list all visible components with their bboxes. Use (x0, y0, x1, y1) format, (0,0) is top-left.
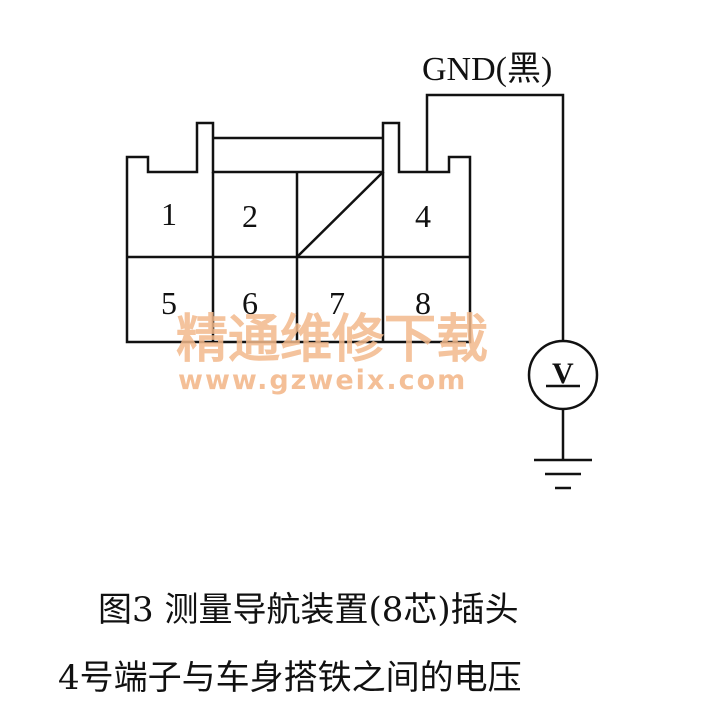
pin-label-8: 8 (415, 285, 431, 321)
watermark-url: www.gzweix.com (178, 365, 467, 396)
figure-caption-line-1: 图3 测量导航装置(8芯)插头 (98, 590, 519, 630)
watermark-text: 精通维修下载 (176, 310, 488, 370)
pin-label-2: 2 (242, 198, 258, 234)
pin-label-4: 4 (415, 198, 431, 234)
pin-label-6: 6 (242, 285, 258, 321)
gnd-wire (425, 93, 565, 341)
pin-label-1: 1 (161, 196, 177, 232)
gnd-label: GND(黑) (422, 51, 552, 88)
figure-caption-line-2: 4号端子与车身搭铁之间的电压 (58, 658, 522, 698)
pin-label-7: 7 (329, 285, 345, 321)
pin-label-5: 5 (161, 285, 177, 321)
empty-cavity-mark (296, 171, 384, 258)
probe-wire (425, 93, 599, 490)
voltmeter-label: V (552, 357, 574, 390)
connector-body (125, 121, 472, 344)
